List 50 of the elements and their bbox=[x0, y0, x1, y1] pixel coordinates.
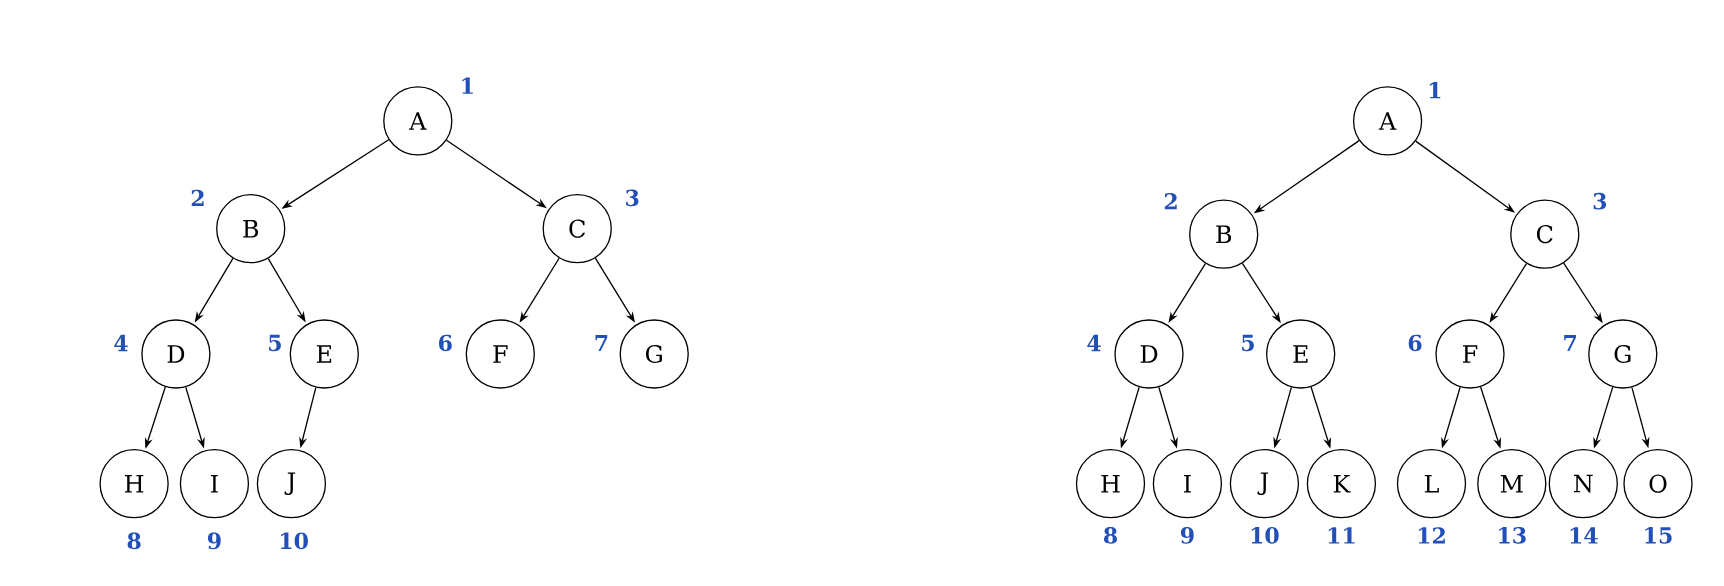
node-number: 2 bbox=[191, 189, 204, 207]
tree-node: N bbox=[1548, 449, 1618, 519]
node-number: 7 bbox=[1564, 334, 1576, 351]
tree-node: J bbox=[256, 449, 327, 519]
tree-node: D bbox=[1114, 319, 1184, 389]
node-number: 10 bbox=[1251, 527, 1279, 544]
tree-node: I bbox=[179, 449, 250, 519]
node-number: 12 bbox=[1418, 527, 1445, 544]
node-number: 4 bbox=[114, 334, 128, 352]
tree-node: B bbox=[216, 194, 286, 264]
tree-node: O bbox=[1623, 449, 1693, 519]
tree-node: E bbox=[1266, 319, 1336, 389]
tree-node: C bbox=[1510, 199, 1580, 269]
tree-node: E bbox=[289, 319, 359, 389]
node-number: 3 bbox=[626, 189, 639, 207]
node-number: 1 bbox=[1429, 81, 1441, 99]
node-number: 14 bbox=[1570, 527, 1598, 544]
node-number: 15 bbox=[1645, 527, 1672, 544]
node-number: 8 bbox=[127, 532, 141, 550]
node-number: 8 bbox=[1104, 527, 1117, 544]
tree-node: A bbox=[1352, 86, 1423, 156]
tree-node: B bbox=[1189, 199, 1259, 269]
node-number: 1 bbox=[462, 77, 473, 94]
node-number: 7 bbox=[595, 334, 608, 351]
tree-node: L bbox=[1396, 449, 1467, 519]
node-number: 5 bbox=[269, 334, 281, 352]
node-number: 3 bbox=[1593, 192, 1607, 210]
node-number: 9 bbox=[207, 532, 221, 550]
tree-node: F bbox=[465, 319, 535, 389]
tree-node: G bbox=[1588, 319, 1658, 389]
tree-node: D bbox=[141, 319, 211, 389]
node-number: 6 bbox=[1408, 334, 1422, 352]
node-number: 6 bbox=[439, 334, 452, 352]
tree-node: I bbox=[1152, 449, 1223, 519]
tree-node: H bbox=[99, 449, 169, 519]
tree-node: M bbox=[1477, 449, 1547, 519]
node-number: 10 bbox=[281, 532, 308, 550]
node-number: 2 bbox=[1164, 193, 1177, 210]
node-number: 13 bbox=[1499, 527, 1526, 544]
tree-node: A bbox=[383, 86, 453, 156]
tree-node: G bbox=[619, 319, 689, 389]
node-number: 4 bbox=[1087, 334, 1101, 352]
node-number: 5 bbox=[1242, 334, 1254, 352]
tree-node: K bbox=[1306, 449, 1377, 519]
tree-node: H bbox=[1075, 449, 1146, 519]
node-number: 11 bbox=[1328, 527, 1355, 544]
tree-node: C bbox=[542, 194, 612, 264]
node-number: 9 bbox=[1180, 527, 1194, 544]
tree-node: J bbox=[1229, 449, 1300, 519]
tree-node: F bbox=[1435, 319, 1505, 389]
